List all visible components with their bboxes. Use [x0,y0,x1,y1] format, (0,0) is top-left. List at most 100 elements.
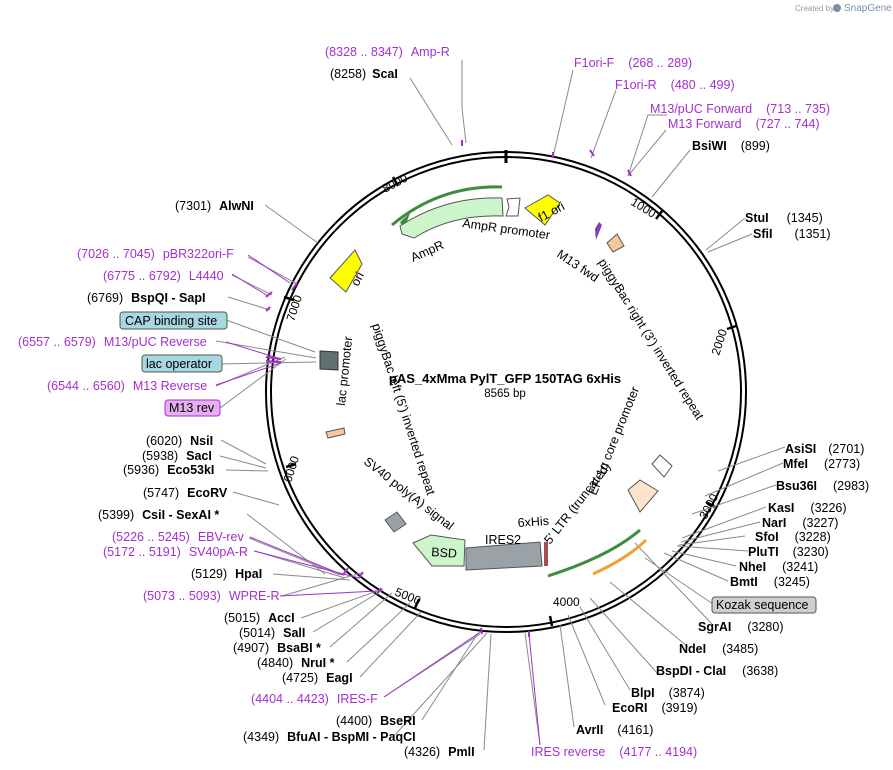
primer-label[interactable]: (6557 .. 6579)M13/pUC Reverse [18,335,207,349]
enzyme-label[interactable]: MfeI(2773) [783,457,860,471]
cap-binding-label: CAP binding site [125,314,217,328]
tick-1000: 1000 [628,195,658,221]
enzyme-label[interactable]: PluTI(3230) [748,545,829,559]
tick-6000: 6000 [281,454,303,484]
enzyme-label[interactable]: StuI(1345) [745,211,823,225]
leader-lines [215,60,786,751]
lac-operator-box[interactable] [141,354,223,373]
enzyme-label[interactable]: (5938)SacI [142,449,212,463]
ampr-feature [399,197,504,239]
ef1a-promoter-feature [651,454,673,478]
enzyme-label[interactable]: SfiI(1351) [753,227,831,241]
ampr-label: AmpR [409,238,446,265]
tick-2000: 2000 [709,327,731,357]
primer-label[interactable]: M13/pUC Forward(713 .. 735) [650,102,830,116]
cap-binding-box[interactable] [119,311,228,330]
enzyme-label[interactable]: (8258)ScaI [330,67,398,81]
ampr-promoter-label: AmpR promoter [462,216,551,242]
plasmid-backbone [265,150,747,633]
sv40-label: SV40 poly(A) signal [361,454,456,533]
6xhis-feature [544,542,548,566]
boxed-labels: CAP binding site lac operator M13 rev Ko… [119,311,817,614]
lac-promoter-label: lac promoter [334,336,355,407]
primer-label[interactable]: F1ori-F(268 .. 289) [574,56,692,70]
features [319,185,673,578]
enzyme-label[interactable]: NarI(3227) [762,516,838,530]
enzyme-label[interactable]: NheI(3241) [739,560,818,574]
snapgene-logo-icon [833,4,841,12]
piggybac-right-label: piggyBac right (3') inverted repeat [595,256,706,423]
m13-fwd-label: M13 fwd [554,247,601,285]
enzyme-label[interactable]: (4907)BsaBI * [233,641,321,655]
primer-label[interactable]: (4404 .. 4423)IRES-F [251,692,378,706]
primer-label[interactable]: (8328 .. 8347)Amp-R [325,45,450,59]
primer-label[interactable]: (7026 .. 7045)pBR322ori-F [77,247,234,261]
piggybac-right-feature [606,233,625,253]
ltr-feature [627,479,659,513]
m13-rev-box[interactable] [164,399,221,417]
m13-rev-label: M13 rev [169,401,215,415]
ampr-promoter-feature [505,197,521,217]
tick-4000: 4000 [553,595,580,609]
enzyme-label[interactable]: BmtI(3245) [730,575,810,589]
primer-label[interactable]: (5073 .. 5093)WPRE-R [143,589,280,603]
tick-marks [283,176,737,627]
enzyme-label[interactable]: (6769)BspQI - SapI [87,291,205,305]
enzyme-label[interactable]: BsiWI(899) [692,139,770,153]
enzyme-label[interactable]: AvrII(4161) [576,723,653,737]
primer-label[interactable]: IRES reverse(4177 .. 4194) [531,745,697,759]
ampr-outer-arrow [391,185,503,227]
enzyme-label[interactable]: SgrAI(3280) [698,620,783,634]
enzyme-label[interactable]: (4840)NruI * [257,656,335,670]
primer-label[interactable]: (6775 .. 6792)L4440 [103,269,224,283]
enzyme-label[interactable]: (5936)Eco53kI [123,463,214,477]
enzyme-label[interactable]: (4349)BfuAI - BspMI - PaqCI [243,730,416,744]
enzyme-label[interactable]: (4400)BseRI [336,714,416,728]
enzyme-label[interactable]: (7301)AlwNI [175,199,254,213]
primer-label[interactable]: (5226 .. 5245)EBV-rev [112,530,244,544]
enzyme-label[interactable]: (5129)HpaI [191,567,262,581]
enzyme-label[interactable]: (5399)CsiI - SexAI * [98,508,219,522]
sv40-polya-feature [384,511,407,533]
created-by-text: Created by [795,4,834,13]
green-arrow-lower [547,528,641,578]
bsd-label: BSD [431,545,458,561]
primer-label[interactable]: M13 Forward(727 .. 744) [668,117,820,131]
enzyme-label[interactable]: NdeI(3485) [679,642,758,656]
enzyme-label[interactable]: (5747)EcoRV [143,486,228,500]
enzyme-label[interactable]: (5015)AccI [224,611,295,625]
lac-promoter-feature [319,350,339,371]
primer-labels: (8328 .. 8347)Amp-R F1ori-F(268 .. 289) … [18,45,830,759]
primer-label[interactable]: F1ori-R(480 .. 499) [615,78,735,92]
primer-label[interactable]: (5172 .. 5191)SV40pA-R [103,545,248,559]
enzyme-label[interactable]: AsiSI(2701) [785,442,864,456]
kozak-box[interactable] [711,596,817,614]
enzyme-label[interactable]: BspDI - ClaI(3638) [656,664,778,678]
primer-leader-lines [215,254,541,746]
enzyme-label[interactable]: SfoI(3228) [755,530,831,544]
ori-feature [329,249,363,293]
f1-ori-feature [524,194,561,226]
bsd-feature [412,534,466,567]
kozak-label: Kozak sequence [716,598,808,612]
enzyme-label[interactable]: (5014)SalI [239,626,305,640]
orange-arrow-lower [592,538,648,576]
ires2-label: IRES2 [485,533,521,547]
enzyme-label[interactable]: KasI(3226) [768,501,847,515]
enzyme-label[interactable]: (4725)EagI [282,671,353,685]
enzyme-label[interactable]: (4326)PmlI [404,745,475,759]
ires2-feature [465,541,543,571]
m13-fwd-feature [595,222,602,240]
enzyme-label[interactable]: BlpI(3874) [631,686,705,700]
ori-label: ori [348,270,367,289]
enzyme-label[interactable]: EcoRI(3919) [612,701,698,715]
enzyme-label[interactable]: Bsu36I(2983) [776,479,869,493]
ltr-label: 5' LTR (truncated) [541,460,613,547]
enzyme-label[interactable]: (6020)NsiI [146,434,213,448]
plasmid-size: 8565 bp [484,388,526,400]
enzyme-labels: (8258)ScaI BsiWI(899) StuI(1345) SfiI(13… [87,67,869,759]
primer-label[interactable]: (6544 .. 6560)M13 Reverse [47,379,207,393]
lac-operator-label: lac operator [146,357,212,371]
snapgene-brand-text: SnapGene [844,3,892,14]
